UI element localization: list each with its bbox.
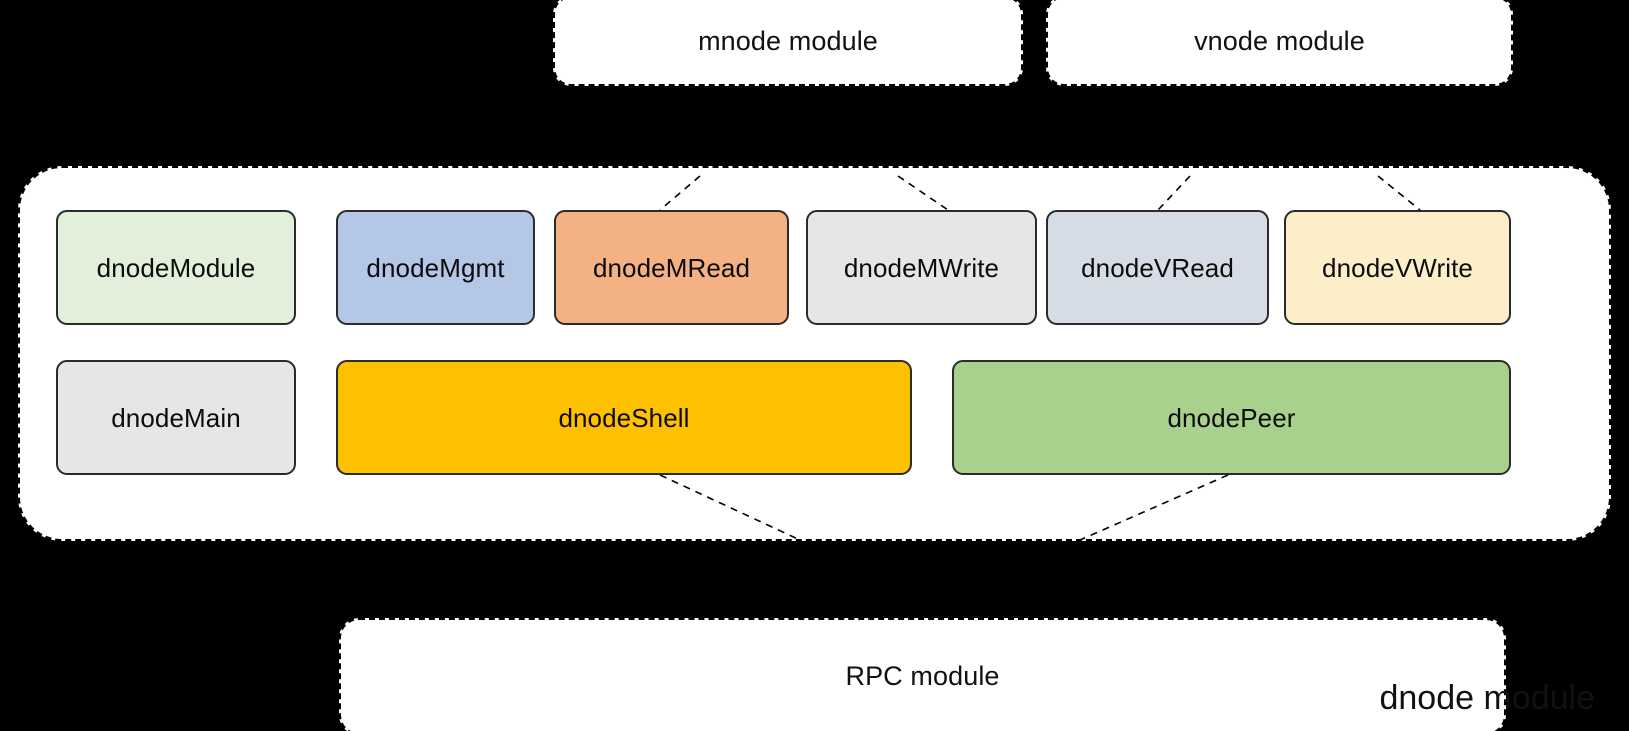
component-label-dnodeMWrite: dnodeMWrite <box>843 252 1000 283</box>
rpc-module-label: RPC module <box>845 661 1000 691</box>
component-dnodeMain: dnodeMain <box>56 360 296 475</box>
component-label-dnodeMain: dnodeMain <box>111 402 241 433</box>
component-dnodeMgmt: dnodeMgmt <box>336 210 535 325</box>
component-label-dnodeShell: dnodeShell <box>558 402 690 433</box>
rpc-module-box: RPC module <box>339 618 1506 731</box>
component-label-dnodeMgmt: dnodeMgmt <box>366 252 505 283</box>
mnode-module-box: mnode module <box>553 0 1023 86</box>
component-label-dnodeMRead: dnodeMRead <box>592 252 751 283</box>
component-dnodeModule: dnodeModule <box>56 210 296 325</box>
component-dnodePeer: dnodePeer <box>952 360 1511 475</box>
vnode-module-box: vnode module <box>1046 0 1513 86</box>
component-label-dnodeVWrite: dnodeVWrite <box>1322 252 1473 283</box>
component-label-dnodeModule: dnodeModule <box>96 252 256 283</box>
component-dnodeVRead: dnodeVRead <box>1046 210 1269 325</box>
vnode-module-label: vnode module <box>1194 25 1365 56</box>
mnode-module-label: mnode module <box>698 25 878 56</box>
dnode-module-label: dnode module <box>1379 679 1595 717</box>
component-dnodeShell: dnodeShell <box>336 360 912 475</box>
component-label-dnodePeer: dnodePeer <box>1167 402 1296 433</box>
component-dnodeMRead: dnodeMRead <box>554 210 789 325</box>
component-label-dnodeVRead: dnodeVRead <box>1081 252 1234 283</box>
component-dnodeMWrite: dnodeMWrite <box>806 210 1037 325</box>
component-dnodeVWrite: dnodeVWrite <box>1284 210 1511 325</box>
